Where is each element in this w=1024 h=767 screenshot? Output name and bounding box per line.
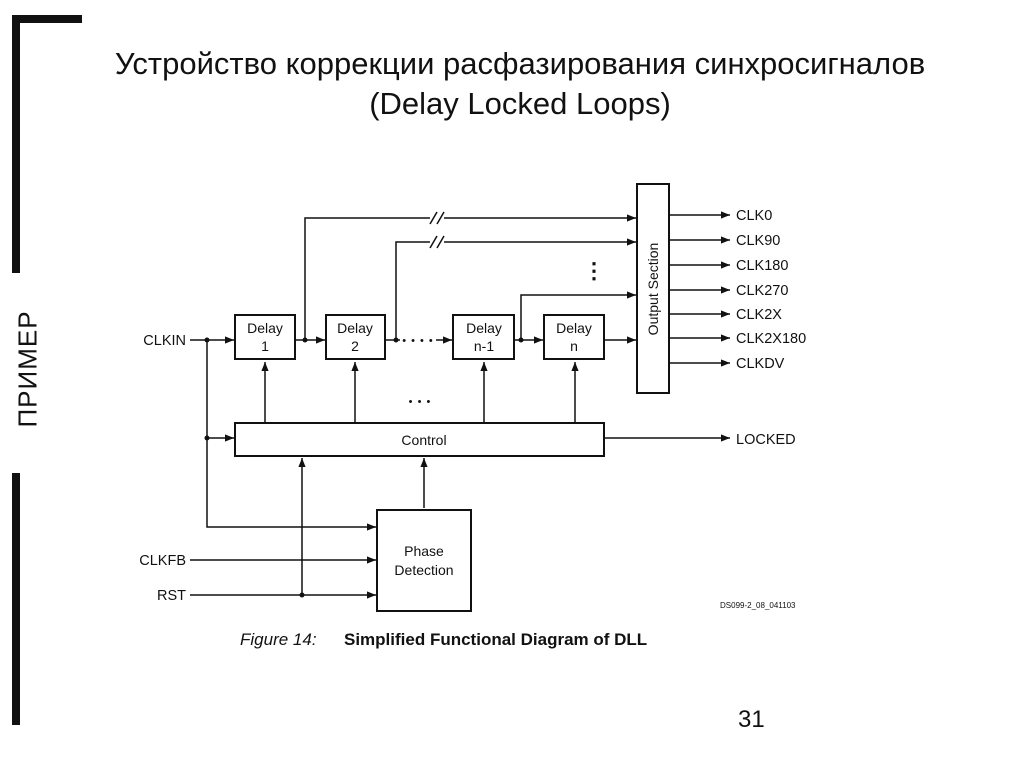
delay-n-1-block [452,314,515,360]
output-ellipsis: ⋮ [583,258,605,283]
control-ellipsis: • • • [409,396,432,408]
delay-2-block [325,314,386,360]
output-label-clk90: CLK90 [736,233,780,249]
wire-tap2-a [395,241,430,340]
delay-1-label: Delay [247,320,283,336]
delay-n-1-label: Delay [466,320,502,336]
rst-label: RST [157,588,186,604]
junction-dot [393,337,399,343]
delay-n-label: Delay [556,320,592,336]
output-label-clkdv: CLKDV [736,356,785,372]
break-mark [436,211,445,225]
phase-detection-block [376,509,472,612]
output-label-clk0: CLK0 [736,208,772,224]
output-label-clk270: CLK270 [736,283,788,299]
page-number: 31 [738,706,765,733]
wire-clkin-phase [206,340,376,531]
delay-1-block [234,314,296,360]
junction-dot [204,337,210,343]
phase-detection-label-2: Detection [394,562,453,578]
control-block [234,422,605,457]
junction-dot [302,337,308,343]
output-label-clk180: CLK180 [736,258,788,274]
delay-2-label: Delay [337,320,373,336]
junction-dot [299,592,305,598]
output-label-clk2x180: CLK2X180 [736,331,806,347]
chain-ellipsis: • • • • [402,335,434,347]
figure-caption-prefix: Figure 14: [240,630,317,649]
junction-dot [204,435,210,441]
output-section-block [636,183,670,394]
break-mark [436,235,445,249]
delay-n-block [543,314,605,360]
frame-bar-top [12,15,82,23]
frame-bar-left-upper [12,15,20,273]
clkin-label: CLKIN [143,333,186,349]
figure-caption-text: Simplified Functional Diagram of DLL [344,630,647,649]
break-mark [429,235,438,249]
delay-n-number: n [570,338,578,354]
frame-bar-left-lower [12,473,20,725]
wire-tap3 [520,291,636,340]
doc-id: DS099-2_08_041103 [720,601,796,610]
delay-2-number: 2 [351,338,359,354]
delay-n-1-number: n-1 [474,338,494,354]
wire-tap1-a [304,217,430,340]
phase-detection-label-1: Phase [404,543,444,559]
slide-subtitle: (Delay Locked Loops) [369,86,671,121]
clkfb-label: CLKFB [139,553,186,569]
break-mark [429,211,438,225]
control-label: Control [401,432,446,448]
output-label-clk2x: CLK2X [736,307,782,323]
locked-label: LOCKED [736,432,796,448]
junction-dot [518,337,524,343]
slide-title: Устройство коррекции расфазирования синх… [114,46,926,81]
output-section-label: Output Section [645,243,661,336]
delay-1-number: 1 [261,338,269,354]
